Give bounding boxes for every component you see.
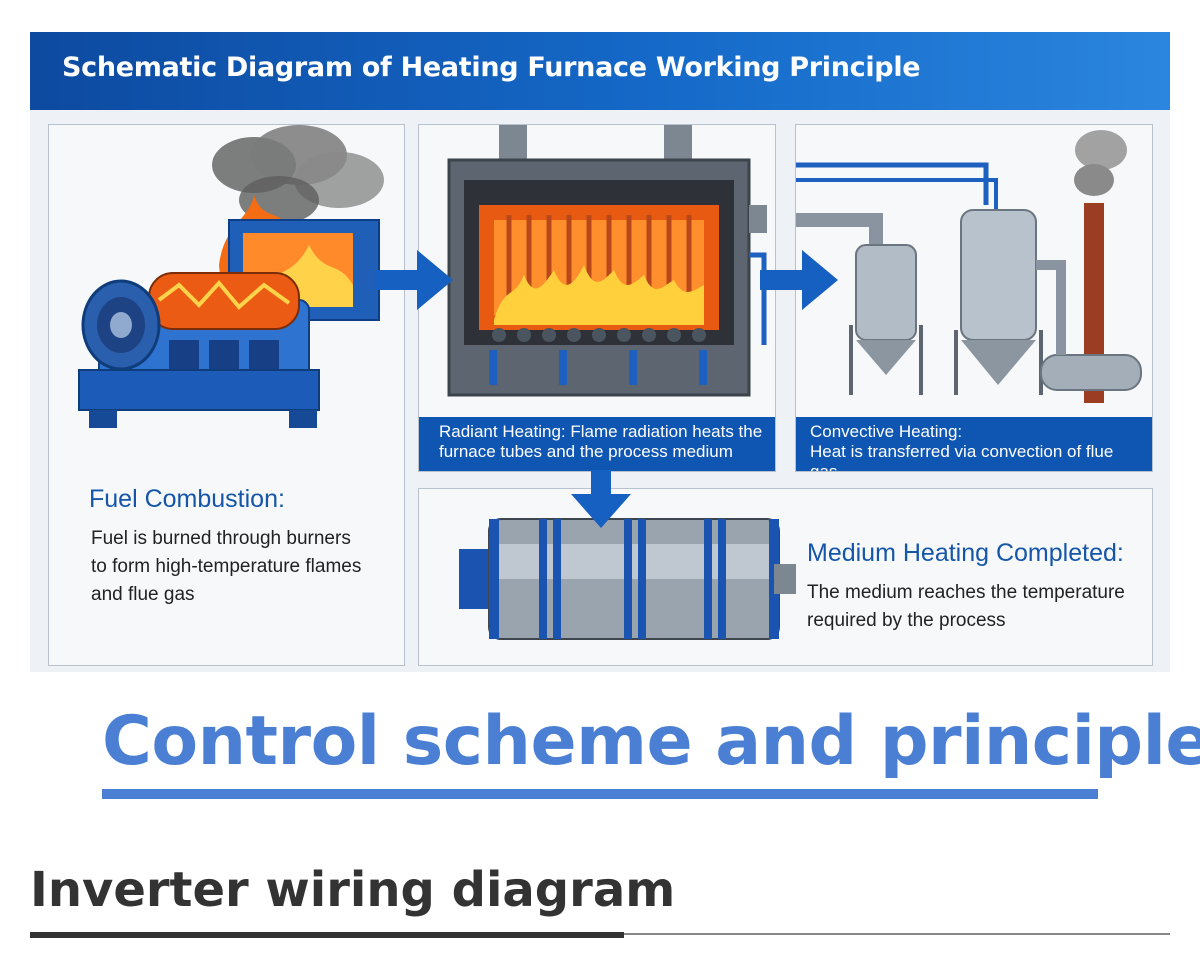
panel-fuel-combustion: Fuel Combustion: Fuel is burned through … [48, 124, 405, 666]
panel-radiant-heating: Radiant Heating: Flame radiation heats t… [418, 124, 776, 472]
combustion-line-2: to form high-temperature flames [91, 556, 362, 577]
flow-arrow-right-2 [760, 250, 838, 310]
panel-convective-heating: Convective Heating: Heat is transferred … [795, 124, 1153, 472]
control-scheme-underline [102, 789, 1098, 799]
flow-arrow-right-1 [375, 250, 453, 310]
radiant-line-2: furnace tubes and the process medium [439, 442, 733, 461]
inverter-title-underline [30, 932, 624, 938]
banner-title: Schematic Diagram of Heating Furnace Wor… [62, 52, 921, 83]
burner-illustration [78, 125, 384, 428]
radiant-furnace-illustration [447, 125, 767, 397]
convective-tower-illustration [796, 130, 1142, 403]
combustion-heading: Fuel Combustion: [89, 485, 285, 513]
radiant-line-1: Radiant Heating: Flame radiation heats t… [439, 422, 763, 441]
combustion-line-3: and flue gas [91, 584, 195, 605]
convective-caption: Convective Heating: Heat is transferred … [796, 417, 1152, 471]
panel-medium-heating-completed: Medium Heating Completed: The medium rea… [418, 488, 1153, 666]
heated-cylinder-illustration [459, 518, 796, 640]
convective-line-2: Heat is transferred via convection of fl… [810, 442, 1114, 472]
completed-text: The medium reaches the temperature requi… [807, 579, 1125, 635]
combustion-line-1: Fuel is burned through burners [91, 528, 351, 549]
flow-arrow-down [571, 470, 631, 528]
inverter-wiring-title: Inverter wiring diagram [30, 862, 676, 918]
combustion-text: Fuel is burned through burners to form h… [91, 525, 361, 609]
completed-line-1: The medium reaches the temperature [807, 582, 1125, 603]
completed-line-2: required by the process [807, 610, 1006, 631]
control-scheme-title: Control scheme and principle [102, 702, 1200, 781]
radiant-caption: Radiant Heating: Flame radiation heats t… [419, 417, 775, 471]
banner: Schematic Diagram of Heating Furnace Wor… [30, 32, 1170, 110]
completed-heading: Medium Heating Completed: [807, 539, 1124, 567]
convective-line-1: Convective Heating: [810, 422, 963, 441]
